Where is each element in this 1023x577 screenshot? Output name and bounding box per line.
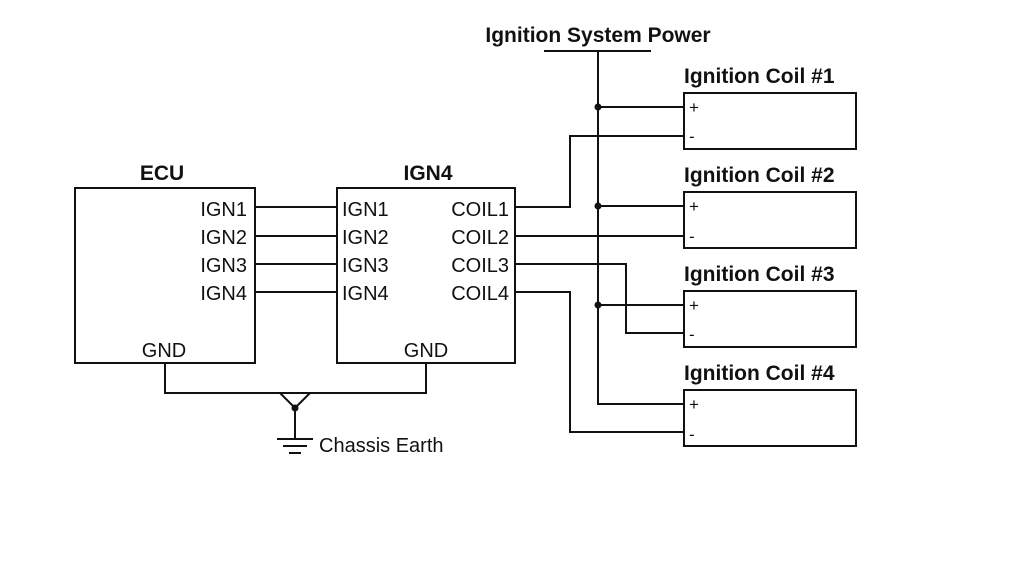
ground-wiring: Chassis Earth <box>164 363 444 457</box>
ign4-output-coil4: COIL4 <box>451 283 509 305</box>
ign4-output-coil3: COIL3 <box>451 255 509 277</box>
ground-label: Chassis Earth <box>319 435 444 457</box>
coil-wires <box>515 135 684 433</box>
power-supply: Ignition System Power <box>485 24 711 405</box>
ignition-coil-2: Ignition Coil #2 + - <box>683 164 857 249</box>
coil-1-plus: + <box>689 98 699 117</box>
coil-4-title: Ignition Coil #4 <box>684 362 835 385</box>
coil-2-plus: + <box>689 197 699 216</box>
coil-3-title: Ignition Coil #3 <box>684 263 835 286</box>
power-title: Ignition System Power <box>485 24 710 47</box>
ign4-output-coil1: COIL1 <box>451 199 509 221</box>
ecu-pin-ign1: IGN1 <box>200 199 247 221</box>
coil-2-title: Ignition Coil #2 <box>684 164 835 187</box>
coil-3-box <box>683 290 857 348</box>
ign4-input-ign3: IGN3 <box>342 255 389 277</box>
coil-3-plus: + <box>689 296 699 315</box>
ground-icon <box>277 438 313 454</box>
ign4-input-ign2: IGN2 <box>342 227 389 249</box>
ign4-input-ign4: IGN4 <box>342 283 389 305</box>
power-feeds <box>594 103 684 405</box>
ign4-pin-gnd: GND <box>404 340 448 362</box>
ign4-module: IGN4 IGN1 IGN2 IGN3 IGN4 COIL1 COIL2 COI… <box>336 162 516 364</box>
ign4-input-ign1: IGN1 <box>342 199 389 221</box>
coil-4-box <box>683 389 857 447</box>
ign4-title: IGN4 <box>403 162 452 185</box>
ecu-pin-gnd: GND <box>142 340 186 362</box>
coil-4-plus: + <box>689 395 699 414</box>
wire-coil1 <box>515 135 684 208</box>
ecu-pin-ign3: IGN3 <box>200 255 247 277</box>
ignition-coil-4: Ignition Coil #4 + - <box>683 362 857 447</box>
coil-1-minus: - <box>689 127 695 146</box>
coil-1-title: Ignition Coil #1 <box>684 65 835 88</box>
junction-dot-coil1 <box>594 103 602 111</box>
wire-coil3 <box>515 263 684 334</box>
ecu-title: ECU <box>140 162 184 185</box>
ignition-coil-1: Ignition Coil #1 + - <box>683 65 857 150</box>
ign4-output-coil2: COIL2 <box>451 227 509 249</box>
ecu-pin-ign2: IGN2 <box>200 227 247 249</box>
coil-2-box <box>683 191 857 249</box>
coil-3-minus: - <box>689 325 695 344</box>
ecu-pin-ign4: IGN4 <box>200 283 247 305</box>
junction-dot-coil2 <box>594 202 602 210</box>
ignition-coil-3: Ignition Coil #3 + - <box>683 263 857 348</box>
ecu-module: ECU IGN1 IGN2 IGN3 IGN4 GND <box>74 162 256 364</box>
ecu-box <box>74 187 256 364</box>
junction-dot-coil3 <box>594 301 602 309</box>
coil-2-minus: - <box>689 227 695 246</box>
ign4-box <box>336 187 516 364</box>
ground-bus-wire <box>164 363 427 394</box>
signal-wires <box>255 206 337 293</box>
coil-1-box <box>683 92 857 150</box>
coil-4-minus: - <box>689 425 695 444</box>
wire-coil4 <box>515 291 684 433</box>
